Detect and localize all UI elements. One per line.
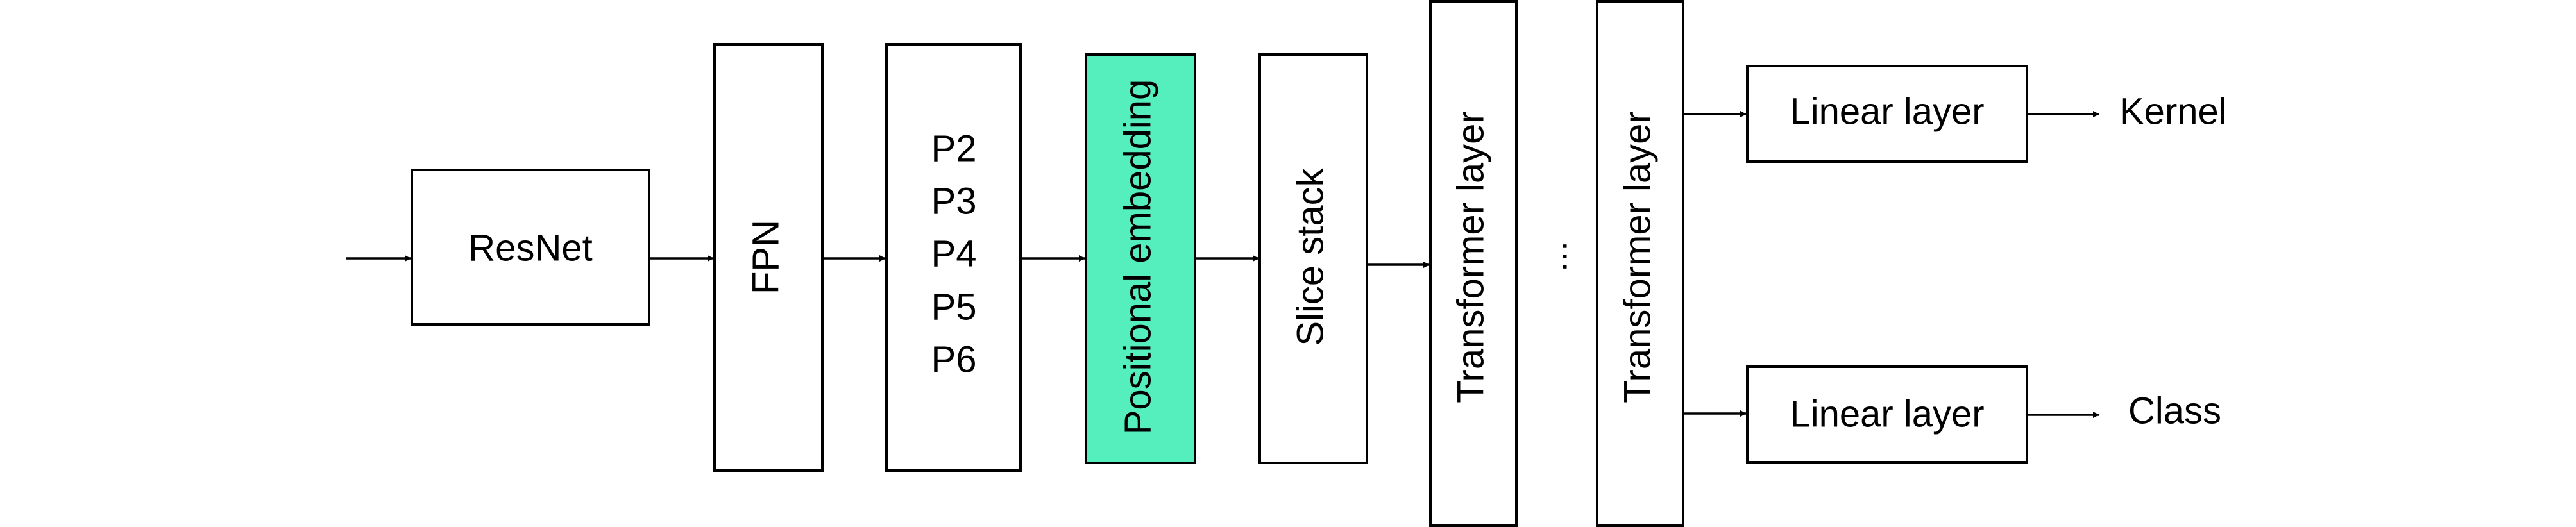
resnet-node: ResNet [411, 169, 650, 326]
linear-layer-top-label: Linear layer [1790, 90, 1984, 132]
linear-layer-bottom-node: Linear layer [1746, 365, 2028, 464]
slice-stack-label: Slice stack [1289, 167, 1331, 346]
linear-layer-bottom-label: Linear layer [1790, 393, 1984, 435]
class-output-label: Class [2128, 390, 2221, 431]
edges [346, 111, 2099, 418]
fpn-label: FPN [745, 220, 786, 294]
pyramid-level-p6: P6 [931, 339, 977, 380]
slice-stack-node: Slice stack [1258, 53, 1368, 464]
linear-layer-top-node: Linear layer [1746, 65, 2028, 163]
pyramid-level-p2: P2 [931, 128, 977, 169]
positional-embedding-label: Positional embedding [1117, 79, 1158, 435]
transformer-layer-first-label: Transformer layer [1450, 111, 1491, 403]
transformer-layer-first-node: Transformer layer [1429, 0, 1518, 527]
transformer-layer-last-node: Transformer layer [1596, 0, 1684, 527]
positional-embedding-node: Positional embedding [1085, 53, 1196, 464]
transformer-layer-last-label: Transformer layer [1616, 111, 1658, 403]
pyramid-level-p4: P4 [931, 233, 977, 274]
pyramid-levels-node: P2 P3 P4 P5 P6 [885, 43, 1022, 472]
pyramid-level-p3: P3 [931, 180, 977, 222]
resnet-label: ResNet [468, 227, 592, 269]
fpn-node: FPN [713, 43, 824, 472]
kernel-output-label: Kernel [2119, 90, 2227, 132]
pyramid-level-p5: P5 [931, 286, 977, 328]
layers-ellipsis: ... [1533, 241, 1575, 272]
